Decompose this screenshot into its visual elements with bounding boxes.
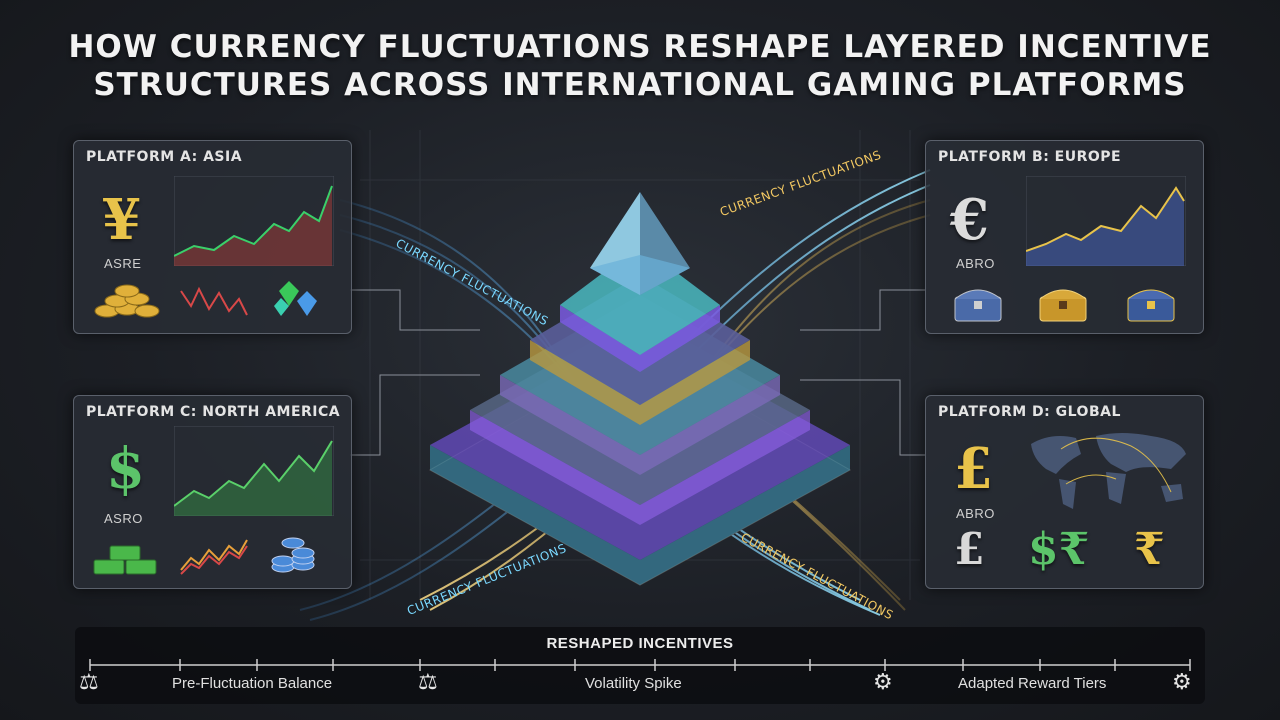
- currency-code: ASRE: [104, 256, 142, 271]
- page-title: HOW CURRENCY FLUCTUATIONS RESHAPE LAYERE…: [0, 28, 1280, 104]
- timeline-label-pre-fluctuation: Pre-Fluctuation Balance: [172, 675, 333, 692]
- panel-title: PLATFORM D: GLOBAL: [938, 404, 1121, 420]
- gears-icon: ⚙: [1172, 669, 1192, 694]
- timeline-title: RESHAPED INCENTIVES: [546, 635, 734, 652]
- asia-trend-chart: [174, 176, 334, 266]
- euro-icon: €: [950, 187, 989, 253]
- dollar-rupee-icon: $₹: [1028, 524, 1090, 575]
- gold-chest-icon: [1036, 281, 1090, 328]
- north-america-trend-chart: [174, 426, 334, 516]
- balance-scale-icon: ⚖: [79, 669, 99, 694]
- currency-code: ASRO: [104, 511, 143, 526]
- reshaped-incentives-timeline: RESHAPED INCENTIVES ⚖ Pre-Fluctuation Ba…: [75, 627, 1205, 704]
- volatility-sparkline-icon: [180, 539, 248, 575]
- gears-icon: ⚙: [873, 669, 893, 694]
- currency-code: ABRO: [956, 506, 995, 521]
- yen-icon: ¥: [102, 187, 141, 253]
- timeline-axis: [89, 659, 1191, 671]
- volatility-sparkline-icon: [180, 286, 248, 316]
- panel-platform-c: PLATFORM C: NORTH AMERICA $ ASRO: [73, 395, 352, 589]
- treasure-chest-icon: [951, 281, 1005, 328]
- timeline-label-volatility: Volatility Spike: [585, 675, 682, 692]
- dollar-icon: $: [106, 436, 145, 502]
- pound-small-icon: £: [954, 524, 985, 575]
- balance-scale-icon: ⚖: [418, 669, 438, 694]
- panel-title: PLATFORM A: ASIA: [86, 149, 243, 165]
- title-line-2: STRUCTURES ACROSS INTERNATIONAL GAMING P…: [93, 67, 1187, 103]
- panel-platform-a: PLATFORM A: ASIA ¥ ASRE: [73, 140, 352, 334]
- gold-coins-icon: [92, 281, 162, 326]
- panel-title: PLATFORM B: EUROPE: [938, 149, 1122, 165]
- timeline-label-adapted: Adapted Reward Tiers: [958, 675, 1107, 692]
- cash-stack-icon: [92, 536, 162, 583]
- title-line-1: HOW CURRENCY FLUCTUATIONS RESHAPE LAYERE…: [68, 29, 1212, 65]
- europe-trend-chart: [1026, 176, 1186, 266]
- blue-chest-icon: [1124, 281, 1178, 328]
- panel-title: PLATFORM C: NORTH AMERICA: [86, 404, 341, 420]
- gems-icon: [269, 276, 329, 326]
- coin-stacks-icon: [269, 531, 329, 581]
- currency-code: ABRO: [956, 256, 995, 271]
- rupee-icon: ₹: [1134, 524, 1165, 575]
- world-map-icon: [1031, 433, 1186, 509]
- panel-platform-d: PLATFORM D: GLOBAL £ ABRO £ $₹ ₹: [925, 395, 1204, 589]
- panel-platform-b: PLATFORM B: EUROPE € ABRO: [925, 140, 1204, 334]
- pound-icon: £: [954, 436, 993, 502]
